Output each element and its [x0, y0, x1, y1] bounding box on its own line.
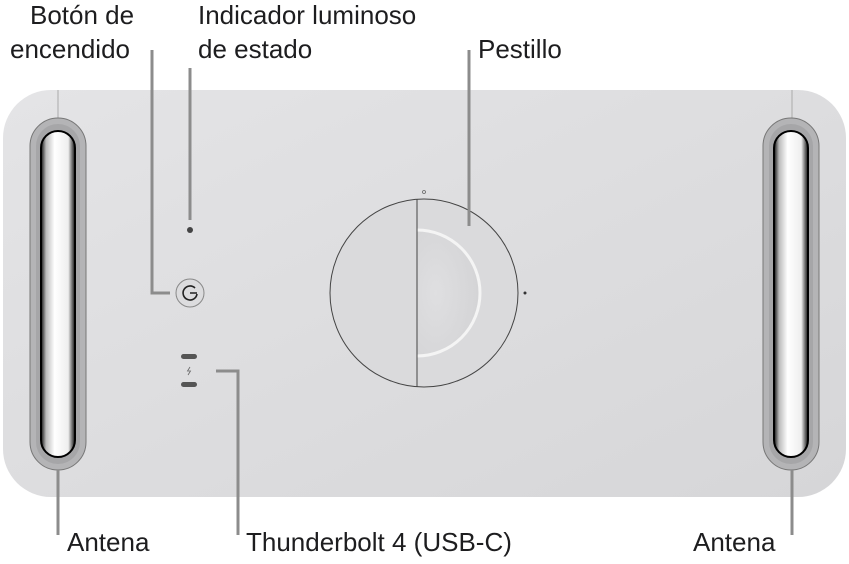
latch-label: Pestillo — [478, 34, 562, 64]
thunderbolt-leader-line — [216, 369, 240, 535]
power-icon — [182, 285, 198, 301]
antenna-right-label: Antena — [693, 527, 776, 557]
power-button-leader-line — [150, 50, 170, 295]
power-button-label: Botón de — [30, 0, 134, 30]
status-light — [187, 227, 193, 233]
latch[interactable] — [329, 190, 527, 388]
thunderbolt-port[interactable] — [181, 354, 197, 359]
thunderbolt-icon — [186, 366, 192, 376]
antenna-left-label: Antena — [67, 527, 150, 557]
status-light-label: Indicador luminoso — [198, 0, 416, 30]
locked-indicator-icon — [523, 291, 527, 295]
thunderbolt-port[interactable] — [181, 382, 197, 387]
right-handle — [762, 117, 820, 471]
status-light-label-2: de estado — [198, 34, 312, 64]
unlocked-indicator-icon — [422, 190, 426, 194]
power-button[interactable] — [175, 278, 205, 308]
left-handle — [29, 117, 87, 471]
thunderbolt-ports[interactable] — [181, 354, 197, 387]
thunderbolt-label: Thunderbolt 4 (USB-C) — [246, 527, 512, 557]
power-button-label-2: encendido — [10, 34, 130, 64]
